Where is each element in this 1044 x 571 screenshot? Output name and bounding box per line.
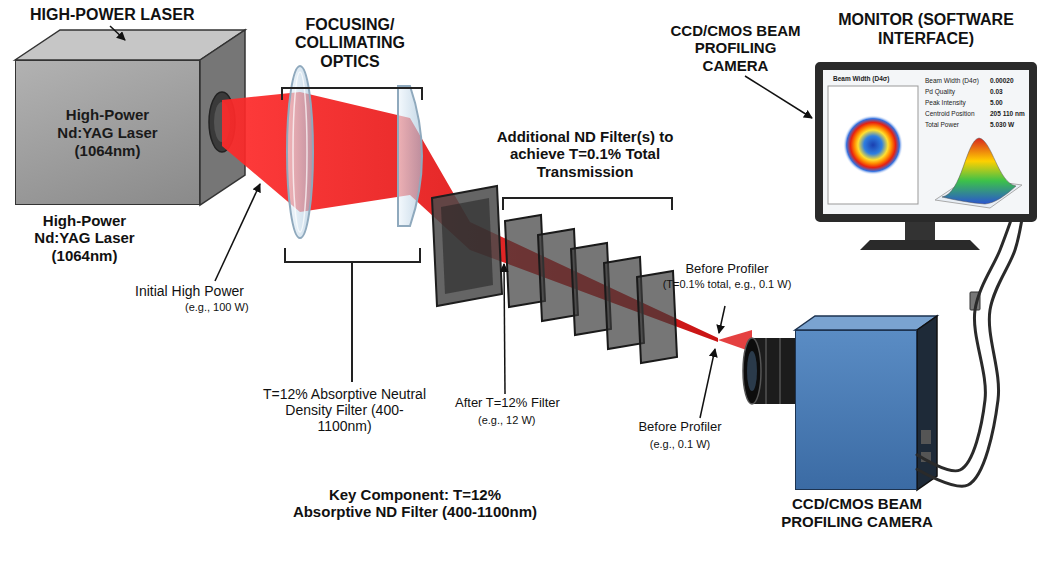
lens-highlight [293, 72, 307, 232]
key-note: Key Component: T=12% Absorptive ND Filte… [290, 486, 540, 521]
laser-housing: High-Power Nd:YAG Laser (1064nm) [15, 60, 200, 205]
camera-body: CCD/CMOS BEAM PROFILING CAMERA [795, 330, 917, 490]
camera-heading: CCD/CMOS BEAM PROFILING CAMERA [781, 495, 933, 531]
lens-glass [747, 351, 757, 391]
lens-ring [765, 338, 767, 404]
power-value: (e.g., 100 W) [185, 301, 295, 314]
power-value: (e.g., 0.1 W) [605, 438, 755, 451]
group-bracket [285, 248, 420, 382]
readout-name: Beam Width (D4σ) [925, 77, 989, 84]
leader-arrow [719, 306, 725, 333]
power-note: Initial High Power [135, 283, 285, 299]
usb-plug [970, 292, 980, 310]
camera-side-face [917, 316, 937, 490]
usb-cable [917, 222, 1021, 486]
power-note: After T=12% Filter [455, 396, 605, 411]
part-name: High-Power Nd:YAG Laser (1064nm) [22, 212, 147, 264]
focusing-lens [287, 66, 313, 238]
gaussian-surface [942, 138, 1016, 204]
collimating-lens [398, 86, 422, 226]
group-bracket [503, 198, 672, 210]
power-value: (e.g., 12 W) [478, 414, 588, 427]
readout-value: 5.00 [990, 99, 1028, 106]
power-note: Before Profiler [662, 262, 792, 277]
monitor-neck [905, 222, 935, 240]
power-value: (T=0.1% total, e.g., 0.1 W) [662, 278, 792, 291]
camera-port [921, 430, 931, 444]
leader-arrow [504, 264, 505, 394]
component-note: T=12% Absorptive Neutral Density Filter … [262, 386, 427, 434]
lens-front [743, 338, 761, 404]
screen-title: Beam Width (D4σ) [833, 75, 918, 82]
camera-top-face [795, 316, 937, 330]
power-note: Before Profiler [605, 420, 755, 435]
plot-frame [828, 86, 918, 204]
leader-arrow [700, 349, 715, 418]
group-heading: FOCUSING/ COLLIMATING OPTICS [285, 16, 415, 71]
readout-name: Pd Quality [925, 88, 989, 95]
monitor-bezel: MONITOR (SOFTWARE INTERFACE) [815, 62, 1037, 222]
readout-value: 5.030 W [990, 121, 1028, 128]
camera-port [921, 452, 931, 462]
group-bracket [282, 88, 422, 100]
readout-name: Centroid Position [925, 110, 989, 117]
nd-filter [432, 186, 502, 306]
readout-name: Peak Intensity [925, 99, 989, 106]
monitor-base [860, 240, 980, 250]
beam-ring-image [843, 115, 903, 175]
readout-value: 0.00020 [990, 77, 1028, 84]
nd-filter-glass [441, 198, 493, 294]
leader-arrow [745, 76, 812, 118]
laser-name: High-Power Nd:YAG Laser (1064nm) [42, 106, 173, 160]
usb-cable [917, 222, 1010, 471]
readout-value: 0.03 [990, 88, 1028, 95]
readout-name: Total Power [925, 121, 989, 128]
callout-heading: CCD/CMOS BEAM PROFILING CAMERA [668, 22, 803, 74]
callout-heading: HIGH-POWER LASER [30, 6, 260, 24]
monitor-heading: MONITOR (SOFTWARE INTERFACE) [821, 10, 1031, 48]
readout-value: 205 110 nm [990, 110, 1028, 117]
monitor-screen [823, 70, 1029, 214]
leader-arrow [215, 184, 260, 281]
leader-arrow [110, 26, 125, 40]
lens-ring [779, 338, 781, 404]
group-heading: Additional ND Filter(s) to achieve T=0.1… [485, 128, 685, 180]
